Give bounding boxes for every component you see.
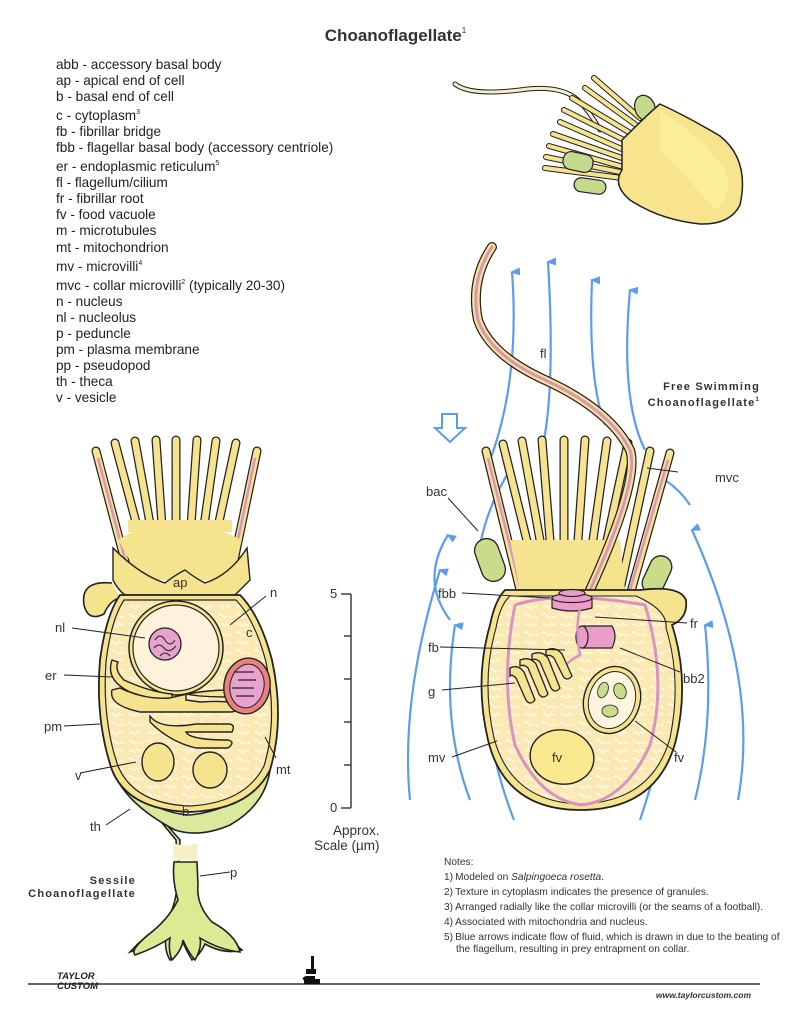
legend-item: n - nucleus [56,293,123,309]
note-item: 5)Blue arrows indicate flow of fluid, wh… [444,931,780,955]
legend-item: er - endoplasmic reticulum5 [56,159,220,175]
website-url: www.taylorcustom.com [655,990,751,1000]
note-item: 3)Arranged radially like the collar micr… [444,901,764,913]
accessory-basal-body [575,625,616,649]
legend-item: ap - apical end of cell [56,73,185,89]
legend-item: fl - flagellum/cilium [56,175,168,191]
scale-max-label: 5 [330,586,338,601]
notes-heading: Notes: [444,857,474,868]
label-fl: fl [540,346,547,361]
legend-item: mv - microvilli4 [56,258,143,274]
flagellum [470,242,637,595]
legend-item: p - peduncle [56,325,131,341]
label-c: c [246,625,253,640]
theca [109,759,271,834]
direction-arrow-icon [432,413,468,444]
nucleolus [148,627,182,661]
legend-item: mvc - collar microvilli2 (typically 20-3… [56,277,286,293]
sessile-choanoflagellate-diagram [63,435,279,962]
label-fbb: fbb [438,586,457,601]
free-swimming-3d-illustration [452,75,744,225]
legend-item: abb - accessory basal body [56,57,222,72]
flagellar-basal-body [551,588,593,612]
collar-microvilli [481,435,675,600]
label-n: n [270,585,278,600]
label-fr: fr [690,616,698,631]
legend-item: fv - food vacuole [56,207,156,223]
note-item: 1)Modeled on Salpingoeca rosetta. [444,871,605,883]
page-title: Choanoflagellate1 [324,26,467,45]
note-item: 2)Texture in cytoplasm indicates the pre… [444,886,709,898]
bac [473,537,507,583]
legend-item: c - cytoplasm3 [56,108,140,124]
food-vacuole [529,729,595,785]
golgi-apparatus [509,648,573,704]
legend-item: fr - fibrillar root [56,191,144,207]
label-bac: bac [426,484,447,499]
scale-caption: Approx. Scale (µm) [314,823,380,853]
collar-microvilli [91,435,262,585]
label-mvc: mvc [715,470,739,485]
label-mv: mv [428,750,446,765]
label-pm: pm [44,719,63,734]
label-fv-inner: fv [552,750,563,765]
scale-min-label: 0 [330,800,338,815]
label-mt: mt [276,762,291,777]
free-swimming-choanoflagellate-diagram [406,242,745,821]
microvilli-ring [506,596,660,807]
label-fb: fb [428,640,439,655]
legend-item: fbb - flagellar basal body (accessory ce… [56,140,334,156]
notes-section: Notes: 1)Modeled on Salpingoeca rosetta.… [444,857,784,956]
endoplasmic-reticulum [109,659,239,749]
legend-item: v - vesicle [56,389,117,405]
legend-item: pp - pseudopod [56,357,151,373]
label-th: th [90,819,101,834]
free-swimming-caption: Free Swimming Choanoflagellate1 [647,381,760,409]
sessile-caption: Sessile Choanoflagellate [28,875,136,900]
label-fv: fv [674,750,685,765]
label-ap: ap [173,575,188,590]
vesicle [192,751,228,789]
legend-item: nl - nucleolus [56,309,137,325]
label-p: p [230,865,238,880]
legend-item: fb - fibrillar bridge [56,124,162,140]
microscope-icon [302,956,320,984]
label-v: v [75,768,82,783]
label-g: g [428,684,436,699]
legend-item: b - basal end of cell [56,89,174,105]
label-nl: nl [55,620,66,635]
taylor-custom-logo: TAYLOR CUSTOM [57,971,98,992]
pseudopod [82,581,121,618]
label-er: er [45,668,57,683]
scale-bar [341,593,352,809]
note-item: 4)Associated with mitochondria and nucle… [444,916,648,928]
legend-item: th - theca [56,373,113,389]
legend-item: m - microtubules [56,223,157,239]
legend-item: pm - plasma membrane [56,341,200,357]
label-bb2: bb2 [683,671,705,686]
label-b: b [182,804,190,819]
legend-item: mt - mitochondrion [56,239,169,255]
vesicle [141,742,175,782]
